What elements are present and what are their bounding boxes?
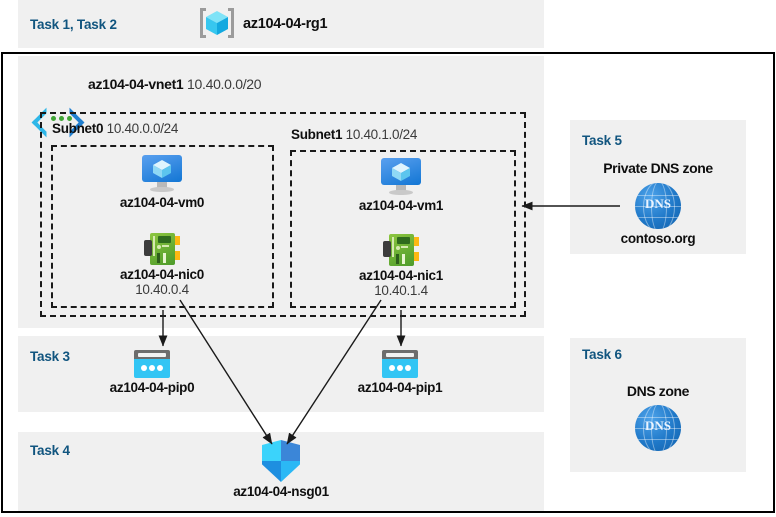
vm1-node: az104-04-vm1 — [341, 158, 461, 213]
subnet0-cidr: 10.40.0.0/24 — [106, 121, 179, 136]
subnet1-title: Subnet1 10.40.1.0/24 — [291, 127, 417, 142]
virtual-machine-icon — [380, 158, 422, 196]
nic1-label: az104-04-nic1 — [359, 268, 443, 283]
resource-group-icon — [200, 6, 234, 40]
nic0-label: az104-04-nic0 — [120, 267, 204, 282]
dns-icon-text: DNS — [644, 418, 671, 433]
subnet0-box — [51, 145, 274, 308]
public-ip-panel — [18, 336, 544, 412]
vm1-label: az104-04-vm1 — [358, 198, 444, 213]
subnet1-name: Subnet1 — [291, 127, 343, 142]
subnet1-cidr: 10.40.1.0/24 — [345, 127, 418, 142]
vnet-panel — [18, 56, 544, 328]
dns-globe-icon: DNS — [635, 405, 681, 451]
subnet0-name: Subnet0 — [52, 121, 104, 136]
virtual-machine-icon — [141, 155, 183, 193]
network-security-group-shield-icon — [262, 440, 300, 482]
private-dns-node: DNS contoso.org — [598, 183, 718, 246]
vnet-address-space: 10.40.0.0/20 — [187, 76, 262, 92]
dns-globe-icon: DNS — [635, 183, 681, 229]
vm0-node: az104-04-vm0 — [102, 155, 222, 210]
task-label-6: Task 6 — [582, 347, 622, 362]
subnet0-title: Subnet0 10.40.0.0/24 — [52, 121, 178, 136]
public-ip-icon — [134, 350, 170, 378]
pip1-label: az104-04-pip1 — [357, 380, 443, 395]
nic1-ip: 10.40.1.4 — [374, 283, 428, 298]
task-label-5: Task 5 — [582, 133, 622, 148]
private-dns-zone-name: contoso.org — [620, 231, 696, 246]
subnets-container — [40, 112, 526, 317]
task-label-1-2: Task 1, Task 2 — [30, 17, 117, 32]
public-dns-node: DNS — [598, 405, 718, 451]
virtual-network-icon — [31, 106, 85, 138]
vm0-label: az104-04-vm0 — [119, 195, 205, 210]
pip0-label: az104-04-pip0 — [109, 380, 195, 395]
dns-icon-text: DNS — [644, 196, 671, 211]
subnet1-box — [290, 150, 516, 308]
vnet-name: az104-04-vnet1 — [88, 76, 184, 92]
pip1-node: az104-04-pip1 — [340, 350, 460, 395]
nsg-node: az104-04-nsg01 — [221, 440, 341, 499]
private-dns-heading: Private DNS zone — [603, 160, 713, 176]
network-interface-icon — [144, 233, 180, 265]
network-interface-icon — [383, 234, 419, 266]
nsg-label: az104-04-nsg01 — [233, 484, 329, 499]
task-label-3: Task 3 — [30, 349, 70, 364]
nic0-ip: 10.40.0.4 — [135, 282, 189, 297]
task-label-4: Task 4 — [30, 443, 70, 458]
resource-group-header-panel — [18, 0, 544, 48]
public-dns-heading: DNS zone — [626, 383, 690, 399]
pip0-node: az104-04-pip0 — [92, 350, 212, 395]
nic1-node: az104-04-nic1 10.40.1.4 — [341, 234, 461, 298]
vnet-title: az104-04-vnet1 10.40.0.0/20 — [88, 76, 262, 92]
resource-group-name: az104-04-rg1 — [243, 16, 328, 32]
nic0-node: az104-04-nic0 10.40.0.4 — [102, 233, 222, 297]
public-ip-icon — [382, 350, 418, 378]
